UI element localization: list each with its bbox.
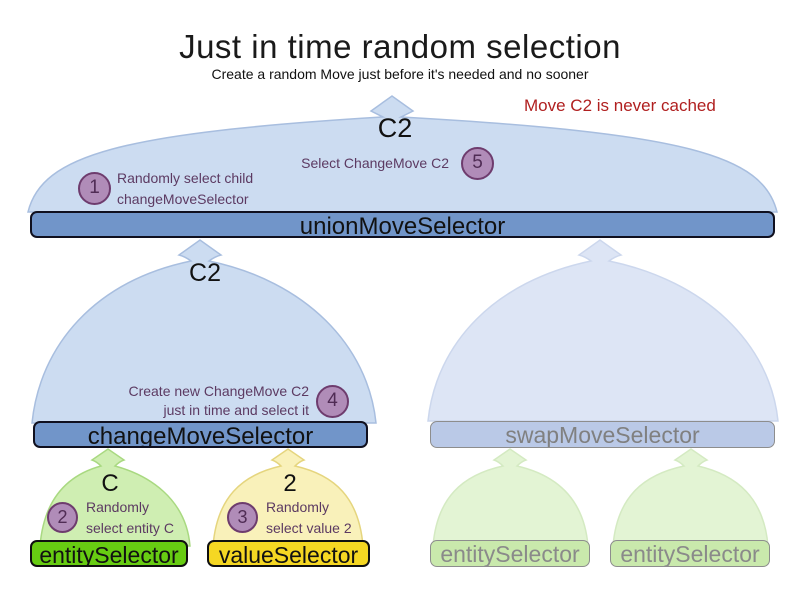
entity-selector-bar: entitySelector bbox=[30, 540, 188, 567]
change-move-selector-bar: changeMoveSelector bbox=[33, 421, 368, 448]
step-5-badge: 5 bbox=[461, 147, 494, 180]
step-5-annotation: Select ChangeMove C2 bbox=[301, 155, 449, 171]
entity-funnel-shape bbox=[39, 448, 191, 547]
entity-selector-faded-bar-left: entitySelector bbox=[430, 540, 590, 567]
step-1-line-1: Randomly select child bbox=[117, 170, 254, 186]
entity-faded-funnel-left bbox=[432, 448, 589, 547]
step-4-annotation: Create new ChangeMove C2 just in time an… bbox=[125, 382, 309, 420]
step-3-annotation: Randomly select value 2 bbox=[266, 497, 352, 539]
value-selected-value-label: 2 bbox=[283, 470, 297, 497]
step-4-line-2: just in time and select it bbox=[163, 402, 309, 418]
union-selected-move-label: C2 bbox=[377, 113, 413, 143]
change-funnel-shape bbox=[31, 239, 377, 424]
step-1-line-2: changeMoveSelector bbox=[117, 191, 249, 207]
step-2-badge: 2 bbox=[47, 502, 78, 533]
step-3-line-2: select value 2 bbox=[266, 520, 352, 536]
step-1-badge: 1 bbox=[78, 172, 111, 205]
page-title: Just in time random selection bbox=[179, 28, 621, 65]
entity-faded-funnel-right bbox=[612, 448, 769, 547]
value-selector-bar: valueSelector bbox=[207, 540, 370, 567]
entity-selector-faded-bar-right: entitySelector bbox=[610, 540, 770, 567]
union-move-selector-bar: unionMoveSelector bbox=[30, 211, 775, 238]
page-subtitle: Create a random Move just before it's ne… bbox=[211, 66, 589, 82]
step-4-line-1: Create new ChangeMove C2 bbox=[128, 383, 309, 399]
step-3-line-1: Randomly bbox=[266, 499, 330, 515]
warning-note: Move C2 is never cached bbox=[524, 96, 716, 115]
step-1-annotation: Randomly select child changeMoveSelector bbox=[117, 168, 253, 210]
step-3-badge: 3 bbox=[227, 502, 258, 533]
step-2-annotation: Randomly select entity C bbox=[86, 497, 174, 539]
change-selected-move-label: C2 bbox=[189, 259, 221, 287]
swap-move-selector-bar: swapMoveSelector bbox=[430, 421, 775, 448]
union-funnel-shape bbox=[27, 95, 778, 213]
swap-funnel-shape bbox=[427, 239, 779, 422]
entity-selected-value-label: C bbox=[101, 470, 119, 497]
step-4-badge: 4 bbox=[316, 385, 349, 418]
step-2-line-2: select entity C bbox=[86, 520, 174, 536]
step-2-line-1: Randomly bbox=[86, 499, 150, 515]
